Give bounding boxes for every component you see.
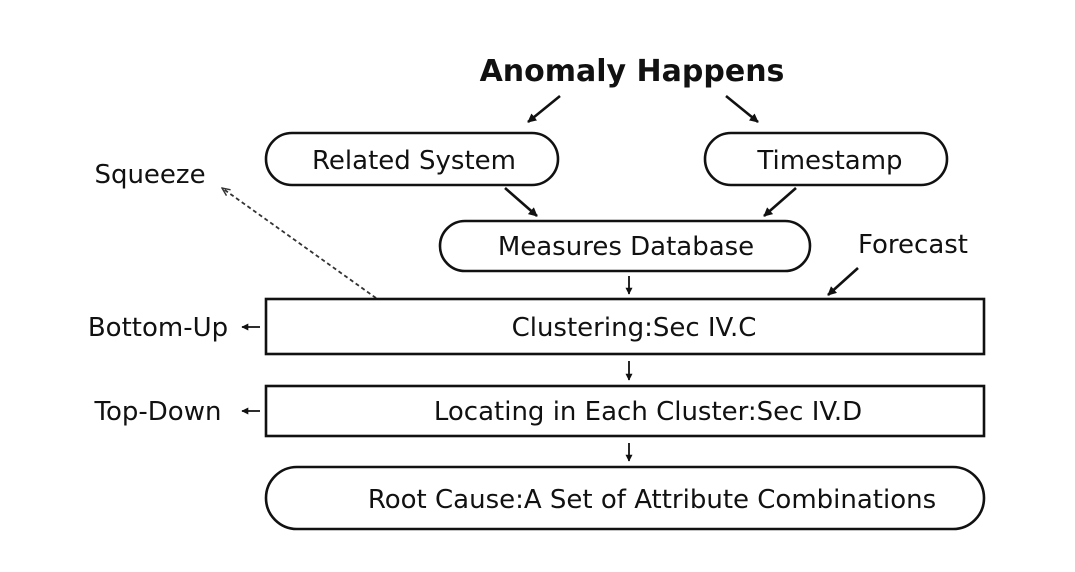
arrow-title-to-related-system xyxy=(527,94,561,124)
related-system-node xyxy=(264,131,560,187)
diagram-title: Anomaly Happens xyxy=(480,54,785,89)
arrow-timestamp-to-measures xyxy=(763,187,797,217)
bottom-up-label: Bottom-Up xyxy=(88,313,228,343)
clustering-label: Clustering:Sec IV.C xyxy=(512,313,757,343)
arrow-forecast-to-clustering xyxy=(827,267,859,296)
root-cause-node xyxy=(264,465,986,531)
forecast-label: Forecast xyxy=(858,230,968,260)
arrow-related-system-to-measures xyxy=(504,187,538,217)
locating-node xyxy=(264,384,986,438)
related-system-label: Related System xyxy=(312,146,516,176)
measures-database-node xyxy=(438,219,812,273)
squeeze-label: Squeeze xyxy=(94,160,205,190)
root-cause-label: Root Cause:A Set of Attribute Combinatio… xyxy=(368,485,936,515)
timestamp-node xyxy=(703,131,949,187)
measures-database-label: Measures Database xyxy=(498,232,754,262)
timestamp-label: Timestamp xyxy=(756,146,902,176)
top-down-label: Top-Down xyxy=(94,397,222,427)
locating-label: Locating in Each Cluster:Sec IV.D xyxy=(434,397,862,427)
clustering-node xyxy=(264,297,986,356)
dashed-arrow-to-squeeze xyxy=(222,188,377,299)
arrow-title-to-timestamp xyxy=(725,94,759,124)
